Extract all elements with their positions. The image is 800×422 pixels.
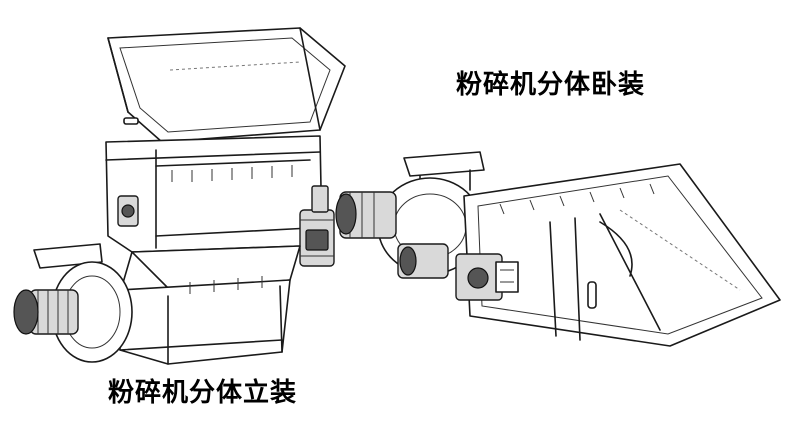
horizontal-crusher-drawing — [335, 151, 781, 347]
bolt-row-upper — [171, 165, 293, 182]
bolt-row-lower — [189, 276, 263, 294]
bolt-row-top — [499, 183, 655, 215]
caption-vertical-install: 粉碎机分体立装 — [108, 378, 298, 408]
blower-fan-vertical — [13, 243, 133, 363]
caption-horizontal-install: 粉碎机分体卧装 — [456, 70, 646, 100]
vertical-crusher-drawing — [13, 27, 346, 365]
